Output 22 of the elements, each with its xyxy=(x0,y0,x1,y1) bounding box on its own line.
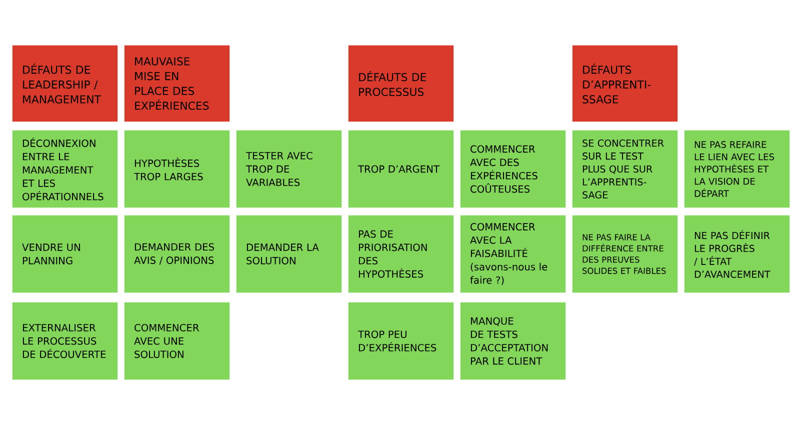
sticky-note: EXTERNALISER LE PROCESSUS DE DÉCOUVERTE xyxy=(12,302,118,380)
sticky-note: VENDRE UN PLANNING xyxy=(12,214,118,294)
sticky-note: TESTER AVEC TROP DE VARIABLES xyxy=(236,130,342,208)
sticky-note: SE CONCENTRER SUR LE TEST PLUS QUE SUR L’APPRENTIS-SAGE xyxy=(572,130,678,208)
sticky-note: TROP PEU D’EXPÉRIENCES xyxy=(348,302,454,380)
sticky-note: COMMENCER AVEC UNE SOLUTION xyxy=(124,302,230,380)
sticky-note: NE PAS FAIRE LA DIFFÉRENCE ENTRE DES PREUVES SOLIDES ET FAIBLES xyxy=(572,214,678,294)
sticky-note: DEMANDER DES AVIS / OPINIONS xyxy=(124,214,230,294)
sticky-note: TROP D’ARGENT xyxy=(348,130,454,208)
sticky-note: COMMENCER AVEC LA FAISABILITÉ (savons-nous le faire ?) xyxy=(460,214,566,294)
category-card: DÉFAUTS DE PROCESSUS xyxy=(348,44,454,122)
sticky-note: HYPOTHÈSES TROP LARGES xyxy=(124,130,230,208)
sticky-note: DEMANDER LA SOLUTION xyxy=(236,214,342,294)
sticky-note: MANQUE DE TESTS D’ACCEPTATION PAR LE CLIENT xyxy=(460,302,566,380)
category-card: MAUVAISE MISE EN PLACE DES EXPÉRIENCES xyxy=(124,44,230,122)
sticky-note: NE PAS DÉFINIR LE PROGRÈS / L’ÉTAT D’AVANCEMENT xyxy=(684,214,790,294)
sticky-note: PAS DE PRIORISATION DES HYPOTHÈSES xyxy=(348,214,454,294)
sticky-note: NE PAS REFAIRE LE LIEN AVEC LES HYPOTHÈSES ET LA VISION DE DÉPART xyxy=(684,130,790,208)
category-card: DÉFAUTS D’APPRENTI-SSAGE xyxy=(572,44,678,122)
sticky-note: COMMENCER AVEC DES EXPÉRIENCES COÛTEUSES xyxy=(460,130,566,208)
category-card: DÉFAUTS DE LEADERSHIP / MANAGEMENT xyxy=(12,44,118,122)
sticky-note: DÉCONNEXION ENTRE LE MANAGEMENT ET LES OPÉRATIONNELS xyxy=(12,130,118,208)
